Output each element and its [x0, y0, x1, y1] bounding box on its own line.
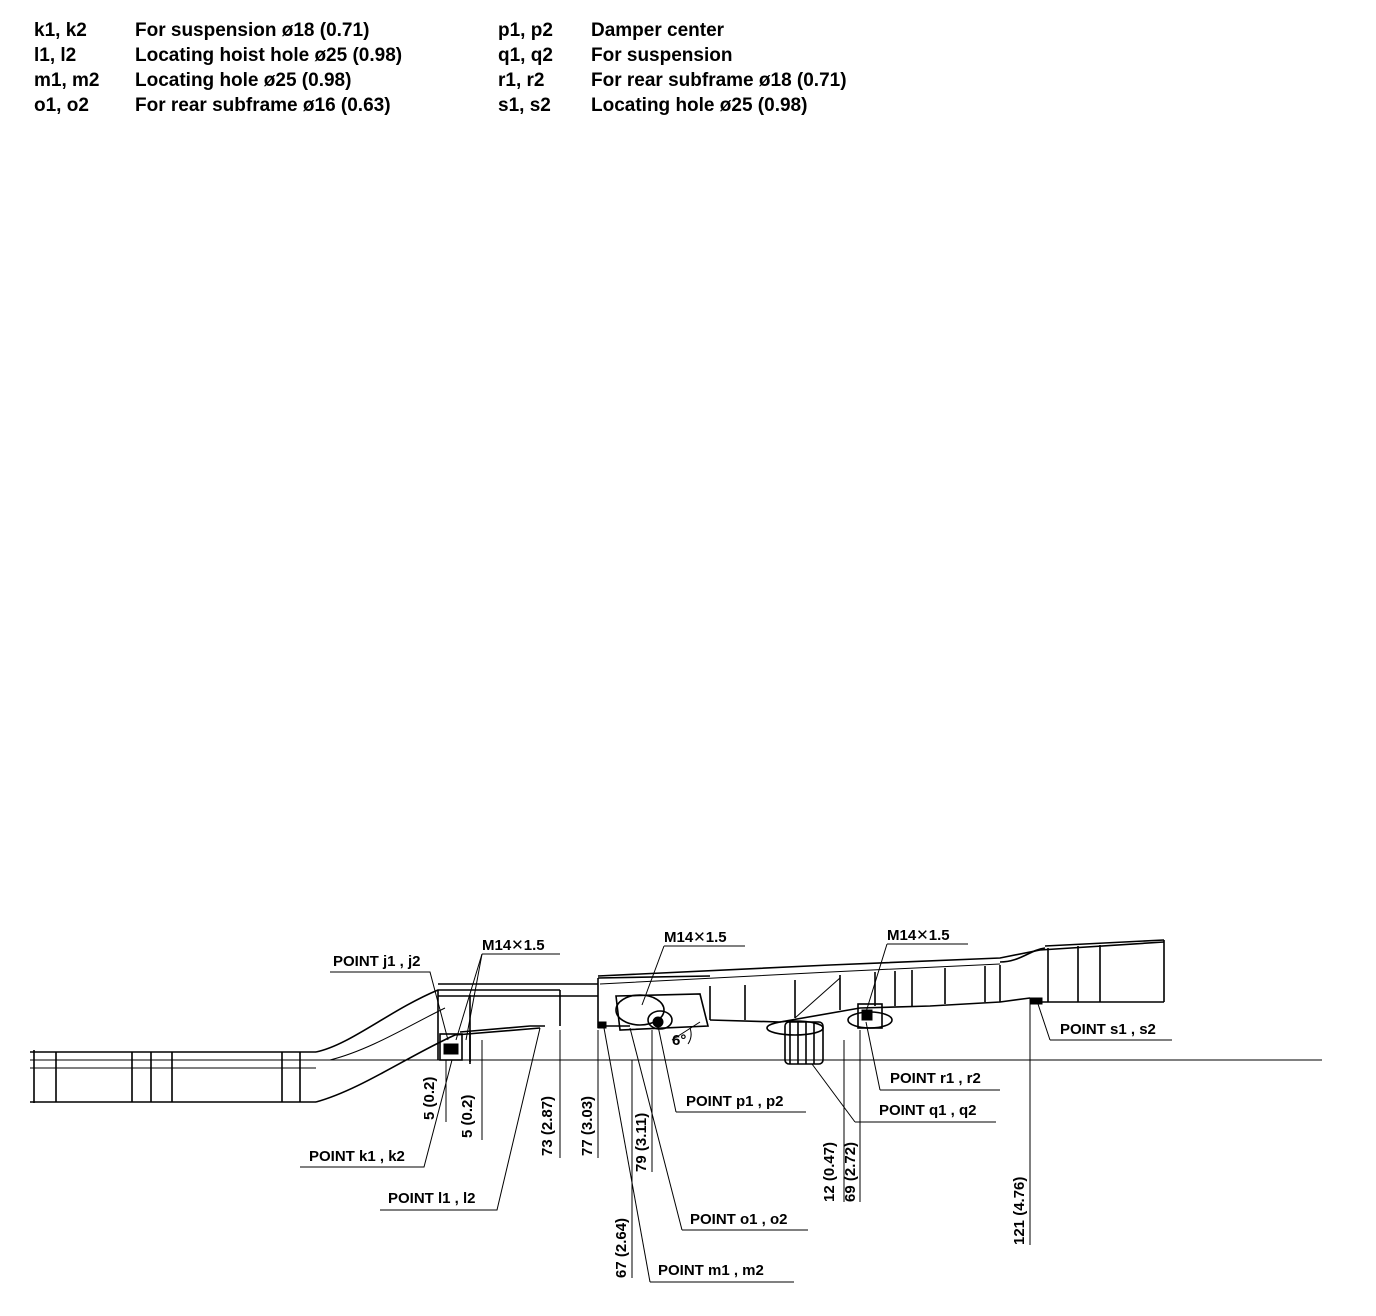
callout-point-j: POINT j1 , j2	[333, 953, 421, 970]
legend-desc-q: For suspension	[591, 45, 733, 66]
legend-code-m: m1, m2	[34, 70, 100, 91]
bracket-q-r	[766, 1003, 893, 1065]
dimension-label-3: 73 (2.87)	[539, 1096, 556, 1156]
legend-desc-m: Locating hole ø25 (0.98)	[135, 70, 352, 91]
dimension-label-4: 77 (3.03)	[579, 1096, 596, 1156]
legend-desc-o: For rear subframe ø16 (0.63)	[135, 95, 391, 116]
bracket-k-l	[439, 1025, 545, 1064]
frame-rear-section	[1030, 939, 1165, 1003]
bracket-s	[1029, 997, 1043, 1005]
dimension-lines	[445, 1004, 1031, 1278]
angle-label: 6°	[672, 1032, 686, 1049]
legend-code-p: p1, p2	[498, 20, 553, 41]
callout-point-m: POINT m1 , m2	[658, 1262, 764, 1279]
legend: k1, k2 For suspension ø18 (0.71) l1, l2 …	[0, 0, 1376, 130]
dimension-label-9: 121 (4.76)	[1011, 1177, 1028, 1245]
legend-desc-k: For suspension ø18 (0.71)	[135, 20, 370, 41]
legend-code-o: o1, o2	[34, 95, 89, 116]
frame-center-section	[438, 941, 1165, 1028]
callout-point-r: POINT r1 , r2	[890, 1070, 981, 1087]
dimension-label-7: 12 (0.47)	[821, 1142, 838, 1202]
angle-arc	[687, 1027, 692, 1045]
callout-point-l: POINT l1 , l2	[388, 1190, 476, 1207]
dimension-label-8: 69 (2.72)	[842, 1142, 859, 1202]
legend-code-l: l1, l2	[34, 45, 77, 66]
thread-label-3: M14✕1.5	[887, 927, 950, 944]
thread-label-2: M14✕1.5	[664, 929, 727, 946]
dimension-label-1: 5 (0.2)	[421, 1077, 438, 1120]
legend-desc-r: For rear subframe ø18 (0.71)	[591, 70, 847, 91]
thread-label-1: M14✕1.5	[482, 937, 545, 954]
legend-code-r: r1, r2	[498, 70, 545, 91]
callout-point-o: POINT o1 , o2	[690, 1211, 788, 1228]
callout-point-p: POINT p1 , p2	[686, 1093, 784, 1110]
legend-desc-p: Damper center	[591, 20, 725, 41]
callout-point-s: POINT s1 , s2	[1060, 1021, 1156, 1038]
legend-desc-l: Locating hoist hole ø25 (0.98)	[135, 45, 403, 66]
frame-kickup	[315, 989, 560, 1103]
angle-line	[671, 1021, 701, 1041]
frame-rail-left	[30, 1050, 316, 1103]
dimension-label-2: 5 (0.2)	[459, 1095, 476, 1138]
legend-code-q: q1, q2	[498, 45, 553, 66]
dimension-label-6: 67 (2.64)	[613, 1218, 630, 1278]
legend-code-k: k1, k2	[34, 20, 87, 41]
legend-code-s: s1, s2	[498, 95, 551, 116]
dimension-label-5: 79 (3.11)	[633, 1113, 650, 1172]
bracket-o-p	[597, 993, 710, 1031]
legend-desc-s: Locating hole ø25 (0.98)	[591, 95, 808, 116]
callout-point-q: POINT q1 , q2	[879, 1102, 977, 1119]
callout-point-k: POINT k1 , k2	[309, 1148, 405, 1165]
